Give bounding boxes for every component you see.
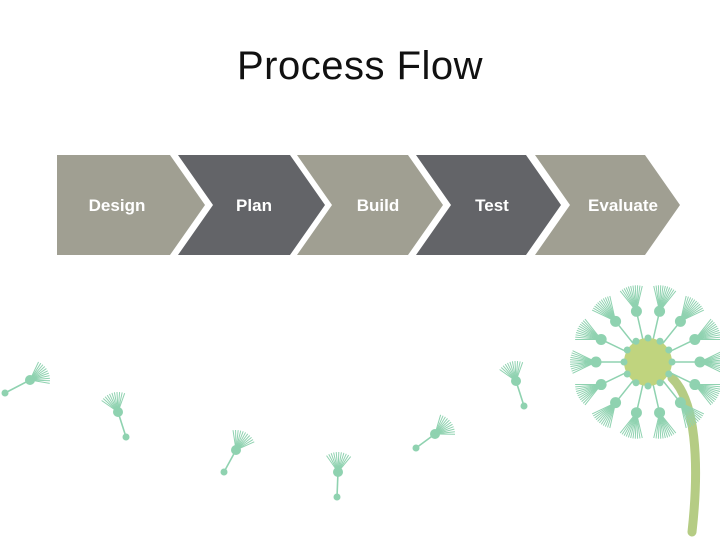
chevron-shape-plan xyxy=(178,155,325,255)
floating-seeds xyxy=(1,360,528,501)
chevron-step-2: Plan xyxy=(178,155,325,255)
chevron-shape-evaluate xyxy=(535,155,680,255)
seed-3 xyxy=(220,429,255,476)
chevron-step-1: Design xyxy=(57,155,205,255)
step-label-evaluate: Evaluate xyxy=(588,196,658,215)
step-label-test: Test xyxy=(475,196,509,215)
chevron-shape-build xyxy=(297,155,443,255)
step-label-build: Build xyxy=(357,196,400,215)
chevron-step-5: Evaluate xyxy=(535,155,680,255)
chevron-shape-design xyxy=(57,155,205,255)
step-label-plan: Plan xyxy=(236,196,272,215)
seed-2 xyxy=(101,391,130,441)
dandelion-head xyxy=(570,285,720,439)
dandelion-stem xyxy=(667,373,701,537)
chevron-shape-test xyxy=(416,155,561,255)
seed-4 xyxy=(326,451,352,501)
seed-1 xyxy=(1,361,51,397)
chevron-step-4: Test xyxy=(416,155,561,255)
step-label-design: Design xyxy=(89,196,146,215)
seed-5 xyxy=(412,414,456,452)
slide-title: Process Flow xyxy=(236,44,484,88)
chevron-step-3: Build xyxy=(297,155,443,255)
seed-6 xyxy=(499,360,528,410)
